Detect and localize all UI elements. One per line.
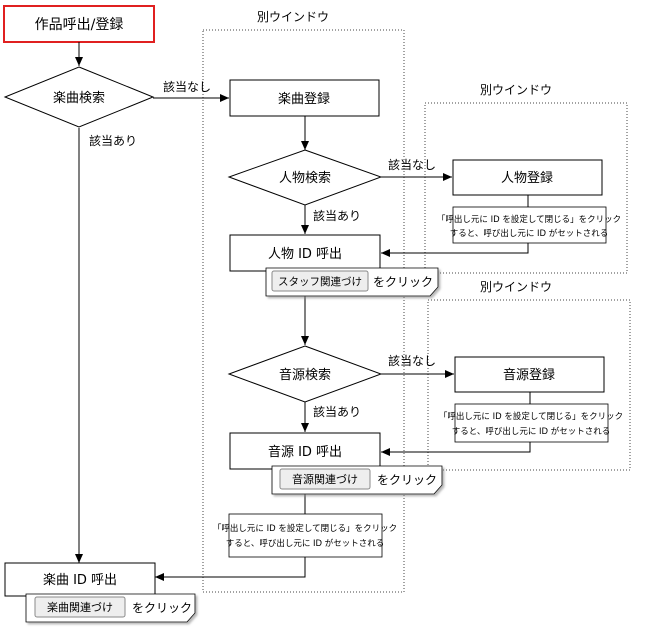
callout-music: 楽曲関連づけ をクリック [25, 593, 196, 623]
process-person-register-label: 人物登録 [501, 171, 553, 186]
music-link-button-label: 楽曲関連づけ [47, 600, 113, 614]
note-music-line1: 「呼出し元に ID を設定して閉じる」をクリック [213, 523, 397, 534]
music-link-button[interactable] [34, 596, 126, 618]
process-person-id-call-label: 人物 ID 呼出 [268, 247, 342, 262]
source-click-text: をクリック [377, 473, 437, 487]
note-source-line1: 「呼出し元に ID を設定して閉じる」をクリック [439, 411, 623, 422]
staff-click-text: をクリック [373, 275, 433, 289]
window-label-2: 別ウインドウ [480, 83, 552, 97]
decision-music-search-label: 楽曲検索 [53, 90, 105, 106]
process-source-id-call-label: 音源 ID 呼出 [268, 444, 342, 460]
note-person-line1: 「呼出し元に ID を設定して閉じる」をクリック [437, 214, 621, 225]
branch-label-none-3: 該当なし [388, 353, 436, 368]
window-label-3: 別ウインドウ [480, 280, 552, 294]
music-click-text: をクリック [132, 601, 192, 615]
process-source-register-label: 音源登録 [503, 367, 555, 383]
branch-label-found-1: 該当あり [89, 133, 137, 148]
note-source-line2: すると、呼び出し元に ID がセットされる [452, 426, 611, 437]
process-music-register-label: 楽曲登録 [278, 91, 330, 107]
note-music-line2: すると、呼び出し元に ID がセットされる [226, 538, 385, 549]
callout-source: 音源関連づけ をクリック [271, 465, 443, 495]
window-frame-music [202, 29, 405, 593]
note-person-line2: すると、呼び出し元に ID がセットされる [450, 228, 609, 239]
decision-source-search-label: 音源検索 [279, 367, 331, 383]
source-link-button-label: 音源関連づけ [292, 472, 358, 486]
source-link-button[interactable] [279, 468, 371, 490]
process-source-register [454, 356, 605, 393]
decision-person-search-label: 人物検索 [279, 171, 331, 186]
staff-link-button[interactable] [271, 270, 369, 292]
callout-staff: スタッフ関連づけ をクリック [265, 267, 439, 297]
process-music-id-call [4, 562, 156, 597]
branch-label-none-1: 該当なし [163, 79, 211, 94]
branch-label-found-3: 該当あり [313, 404, 361, 419]
decision-person-search [227, 149, 383, 206]
process-person-register [452, 159, 603, 196]
arrow-music-return [155, 557, 306, 581]
note-music [228, 513, 383, 558]
start-label: 作品呼出/登録 [35, 17, 124, 33]
note-person [452, 206, 607, 244]
branch-label-none-2: 該当なし [388, 157, 436, 172]
decision-source-search [227, 345, 383, 403]
decision-music-search [3, 66, 155, 128]
process-person-id-call [229, 234, 381, 272]
process-music-register [229, 79, 380, 117]
process-source-id-call [229, 432, 381, 470]
note-source [454, 403, 609, 443]
process-music-id-call-label: 楽曲 ID 呼出 [43, 572, 117, 588]
window-label-1: 別ウインドウ [257, 10, 329, 24]
branch-label-found-2: 該当あり [313, 208, 361, 223]
staff-link-button-label: スタッフ関連づけ [278, 275, 362, 288]
